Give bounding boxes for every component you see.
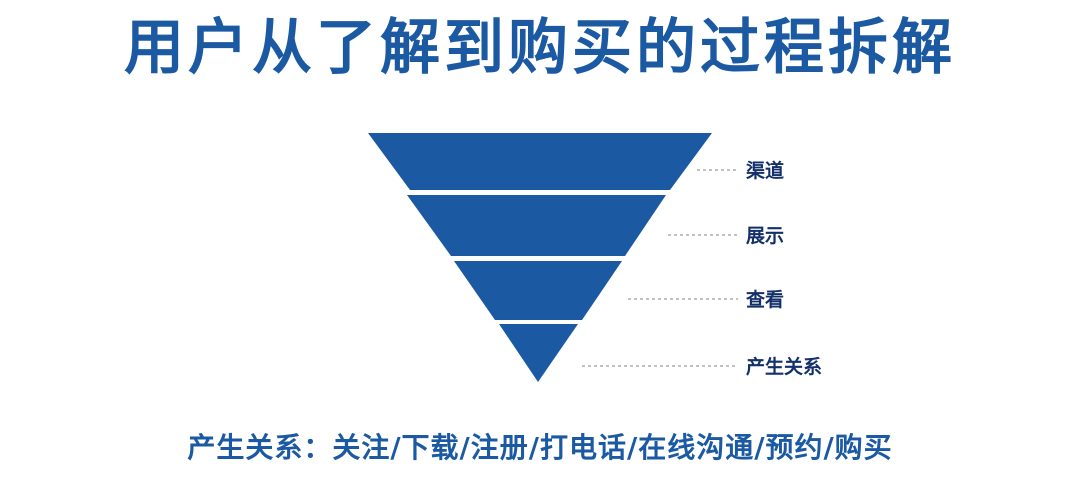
stage-label-relationship: 产生关系 [746,355,822,378]
funnel-stage-channel [368,133,712,190]
footer-caption: 产生关系：关注/下载/注册/打电话/在线沟通/预约/购买 [187,431,893,464]
funnel-stage-relationship [499,324,578,382]
stage-label-channel: 渠道 [746,159,784,182]
page-title: 用户从了解到购买的过程拆解 [124,13,956,83]
stage-label-display: 展示 [746,225,784,247]
stage-label-view: 查看 [745,288,784,311]
funnel-stage-view [454,261,622,320]
funnel-stage-display [407,195,666,256]
